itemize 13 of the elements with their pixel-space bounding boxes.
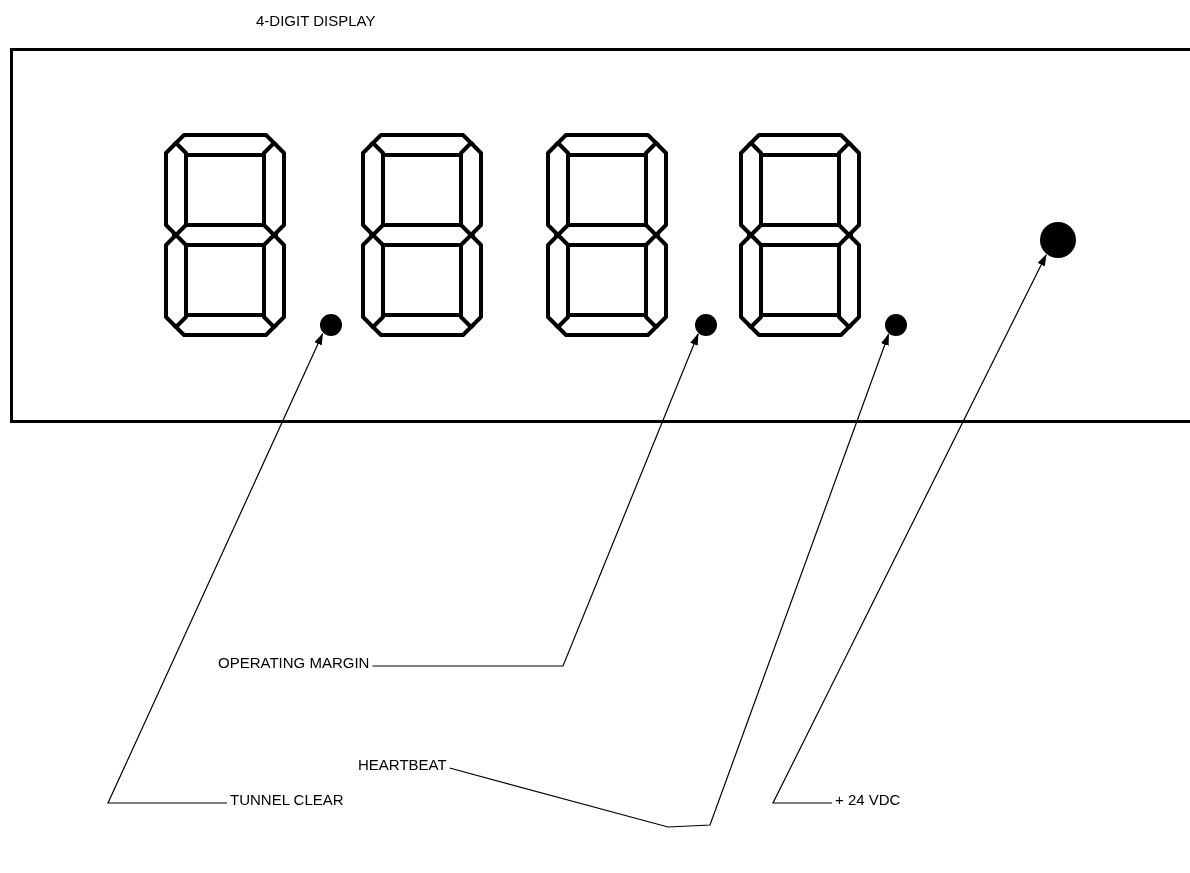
panel-title: 4-DIGIT DISPLAY (256, 12, 376, 30)
callout-label: TUNNEL CLEAR (230, 791, 344, 809)
callout-label: HEARTBEAT (358, 756, 447, 774)
decimal-point (695, 314, 717, 336)
decimal-point (885, 314, 907, 336)
indicator-dot (1040, 222, 1076, 258)
decimal-point (320, 314, 342, 336)
leader-line (107, 332, 324, 804)
leader-line (449, 333, 890, 828)
leader-line (371, 333, 699, 667)
leader-line (772, 254, 1047, 804)
callout-label: + 24 VDC (835, 791, 901, 809)
callout-label: OPERATING MARGIN (218, 654, 370, 672)
